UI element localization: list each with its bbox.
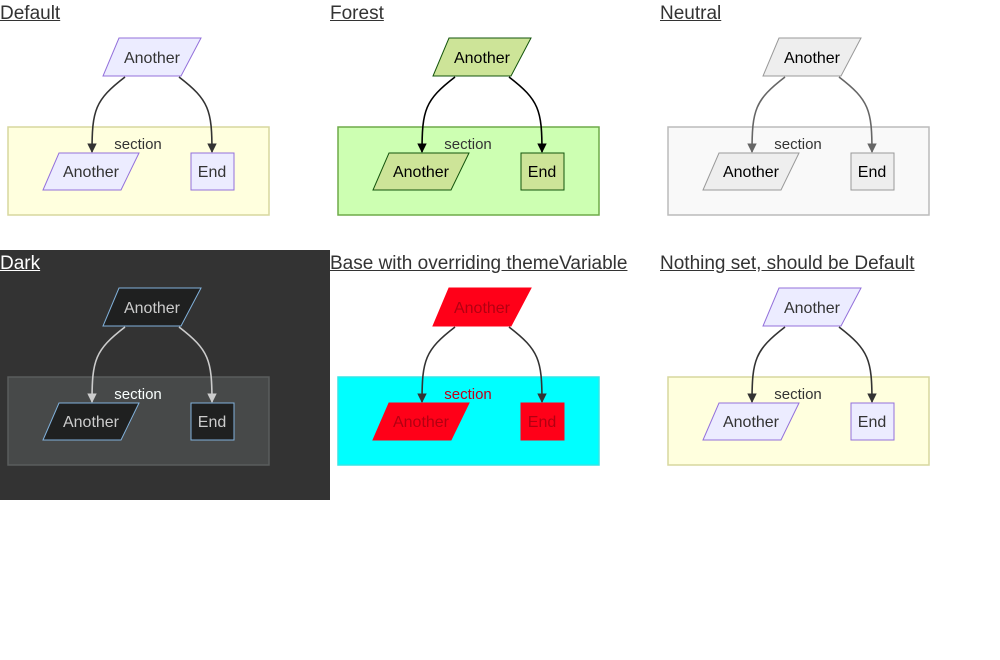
edge-to-end bbox=[508, 326, 547, 403]
end-node-shape bbox=[520, 402, 565, 441]
section-label: section bbox=[774, 386, 822, 403]
diagram-title: Nothing set, should be Default bbox=[660, 253, 915, 274]
top-node-shape bbox=[432, 287, 532, 327]
end-node-label: End bbox=[528, 164, 556, 181]
edge-to-another bbox=[417, 76, 456, 153]
end-node-shape bbox=[520, 152, 565, 191]
edge-to-another bbox=[87, 76, 126, 153]
section-label: section bbox=[774, 136, 822, 153]
section-label: section bbox=[444, 136, 492, 153]
child-node-shape bbox=[42, 152, 140, 191]
end-node-shape bbox=[850, 152, 895, 191]
end-node-shape bbox=[190, 152, 235, 191]
top-node-label: Another bbox=[784, 50, 841, 67]
top-node-label: Another bbox=[784, 300, 841, 317]
child-node-shape bbox=[42, 402, 140, 441]
top-node-shape bbox=[762, 37, 862, 77]
end-node-label: End bbox=[858, 414, 886, 431]
top-node-shape bbox=[102, 37, 202, 77]
section-label: section bbox=[114, 136, 162, 153]
child-node-label: Another bbox=[63, 164, 120, 181]
child-node-label: Another bbox=[393, 414, 450, 431]
child-node-shape bbox=[702, 402, 800, 441]
end-node-label: End bbox=[528, 414, 556, 431]
diagram-title: Neutral bbox=[660, 3, 722, 24]
edge-to-another bbox=[747, 76, 786, 153]
edge-to-end bbox=[178, 326, 217, 403]
end-node-label: End bbox=[198, 414, 226, 431]
edge-to-another bbox=[747, 326, 786, 403]
child-node-shape bbox=[702, 152, 800, 191]
top-node-label: Another bbox=[124, 50, 181, 67]
diagram-title: Base with overriding themeVariable bbox=[330, 253, 628, 274]
diagram-title: Dark bbox=[0, 253, 41, 274]
edge-to-end bbox=[508, 76, 547, 153]
section-label: section bbox=[114, 386, 162, 403]
diagram-title: Forest bbox=[330, 3, 384, 24]
section-label: section bbox=[444, 386, 492, 403]
end-node-shape bbox=[850, 402, 895, 441]
diagram-title: Default bbox=[0, 3, 61, 24]
top-node-label: Another bbox=[454, 300, 511, 317]
top-node-label: Another bbox=[124, 300, 181, 317]
child-node-shape bbox=[372, 152, 470, 191]
child-node-label: Another bbox=[63, 414, 120, 431]
end-node-label: End bbox=[198, 164, 226, 181]
edge-to-another bbox=[87, 326, 126, 403]
edge-to-end bbox=[178, 76, 217, 153]
child-node-label: Another bbox=[723, 164, 780, 181]
edge-to-end bbox=[838, 326, 877, 403]
top-node-shape bbox=[762, 287, 862, 327]
top-node-label: Another bbox=[454, 50, 511, 67]
child-node-shape bbox=[372, 402, 470, 441]
top-node-shape bbox=[102, 287, 202, 327]
edge-to-end bbox=[838, 76, 877, 153]
child-node-label: Another bbox=[723, 414, 780, 431]
top-node-shape bbox=[432, 37, 532, 77]
edge-to-another bbox=[417, 326, 456, 403]
end-node-label: End bbox=[858, 164, 886, 181]
child-node-label: Another bbox=[393, 164, 450, 181]
end-node-shape bbox=[190, 402, 235, 441]
